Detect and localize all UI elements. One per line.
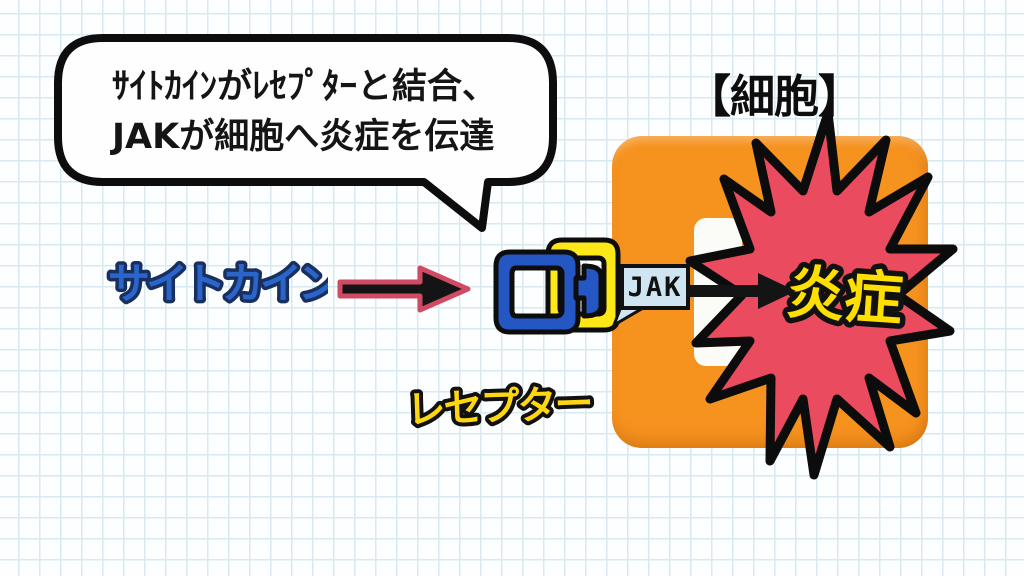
inflammation-burst-icon (685, 108, 958, 480)
speech-bubble-text: ｻｲﾄｶｲﾝがﾚｾﾌﾟﾀｰと結合、 JAKが細胞へ炎症を伝達 (112, 62, 542, 162)
jak-label: JAK (627, 271, 683, 303)
signal-arrow-icon (686, 273, 796, 309)
cell-title: 【細胞】 (686, 70, 863, 123)
receptor-label: レセプター (402, 378, 596, 436)
cytokine-arrow-icon (337, 265, 471, 313)
cytokine-text: サイトカイン (108, 259, 328, 308)
speech-bubble-line2: JAKが細胞へ炎症を伝達 (112, 117, 495, 157)
speech-bubble (54, 34, 557, 232)
inflammation-label: 炎症 (779, 253, 910, 340)
cytokine-label: サイトカイン (105, 256, 329, 312)
inflammation-text: 炎症 (785, 258, 905, 334)
receptor-icon (493, 237, 621, 335)
receptor-text: レセプター (406, 382, 592, 433)
speech-bubble-line1: ｻｲﾄｶｲﾝがﾚｾﾌﾟﾀｰと結合、 (112, 67, 498, 107)
jak-tag: JAK (620, 264, 690, 310)
